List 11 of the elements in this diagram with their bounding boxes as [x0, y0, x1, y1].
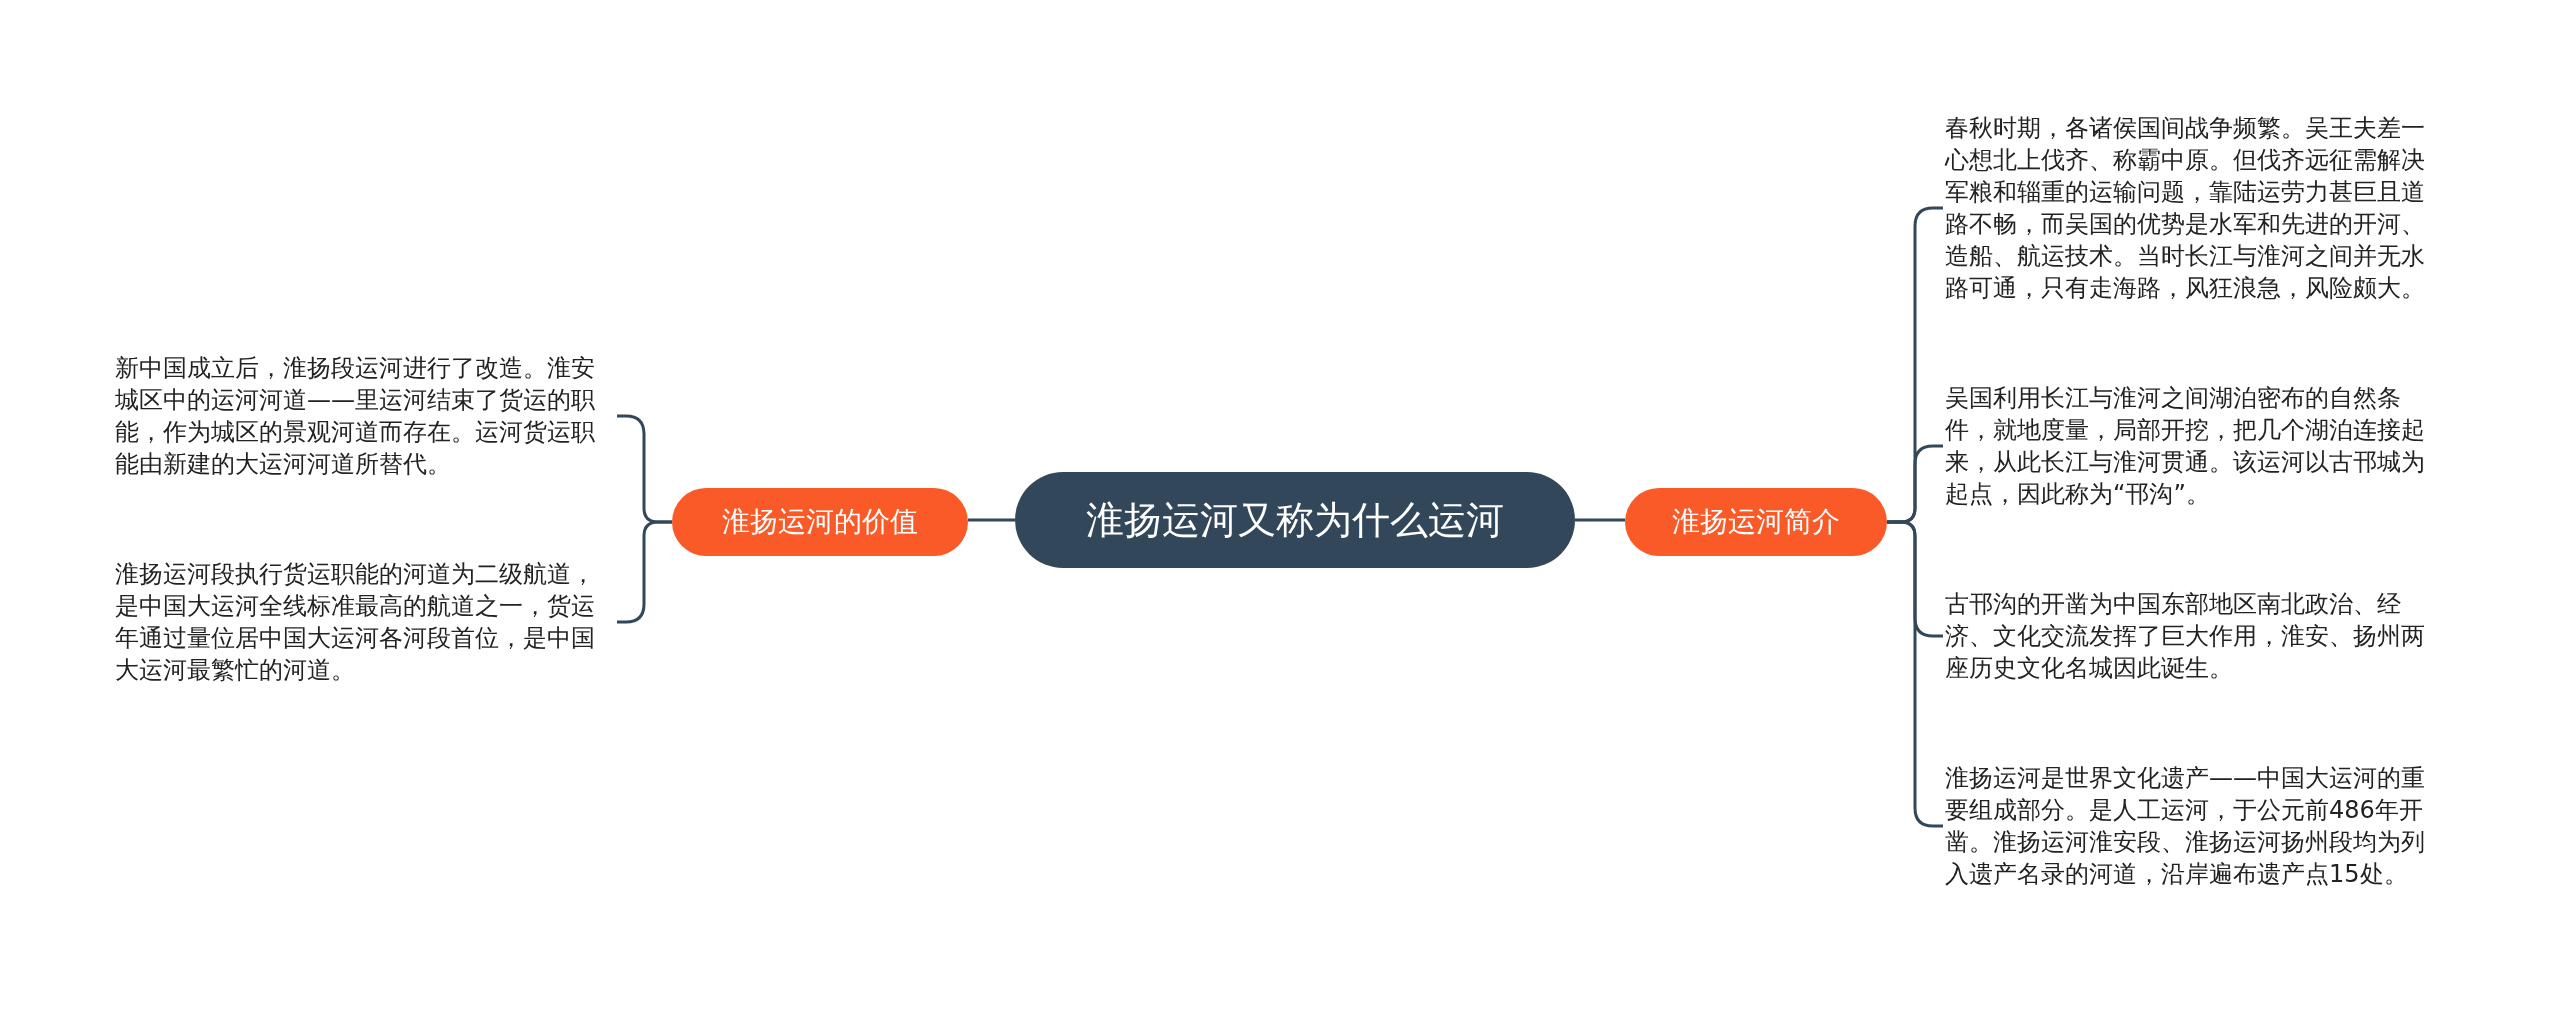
note-text: 淮扬运河段执行货运职能的河道为二级航道，是中国大运河全线标准最高的航道之一，货运年通过量位居中国大运河各河段首位，是中国大运河最繁忙的河道。 — [115, 558, 615, 686]
note-text: 春秋时期，各诸侯国间战争频繁。吴王夫差一心想北上伐齐、称霸中原。但伐齐远征需解决军粮和辎重的运输问题，靠陆运劳力甚巨且道路不畅，而吴国的优势是水军和先进的开河、造船、航运技术。当时长江与淮河之间并无水路可通，只有走海路，风狂浪急，风险颇大。 — [1945, 112, 2445, 304]
note-text: 新中国成立后，淮扬段运河进行了改造。淮安城区中的运河河道——里运河结束了货运的职能，作为城区的景观河道而存在。运河货运职能由新建的大运河河道所替代。 — [115, 352, 615, 480]
central-topic: 淮扬运河又称为什么运河 — [1015, 472, 1575, 568]
note-text: 吴国利用长江与淮河之间湖泊密布的自然条件，就地度量，局部开挖，把几个湖泊连接起来，从此长江与淮河贯通。该运河以古邗城为起点，因此称为“邗沟”。 — [1945, 382, 2445, 510]
connector-line — [968, 518, 1015, 522]
branch-topic: 淮扬运河简介 — [1625, 488, 1887, 556]
note-text: 淮扬运河是世界文化遗产——中国大运河的重要组成部分。是人工运河，于公元前486年开凿。淮扬运河淮安段、淮扬运河扬州段均为列入遗产名录的河道，沿岸遍布遗产点15处。 — [1945, 762, 2445, 890]
note-text: 古邗沟的开凿为中国东部地区南北政治、经济、文化交流发挥了巨大作用，淮安、扬州两座历史文化名城因此诞生。 — [1945, 588, 2445, 684]
branch-topic: 淮扬运河的价值 — [672, 488, 968, 556]
connector-line — [1575, 518, 1625, 522]
